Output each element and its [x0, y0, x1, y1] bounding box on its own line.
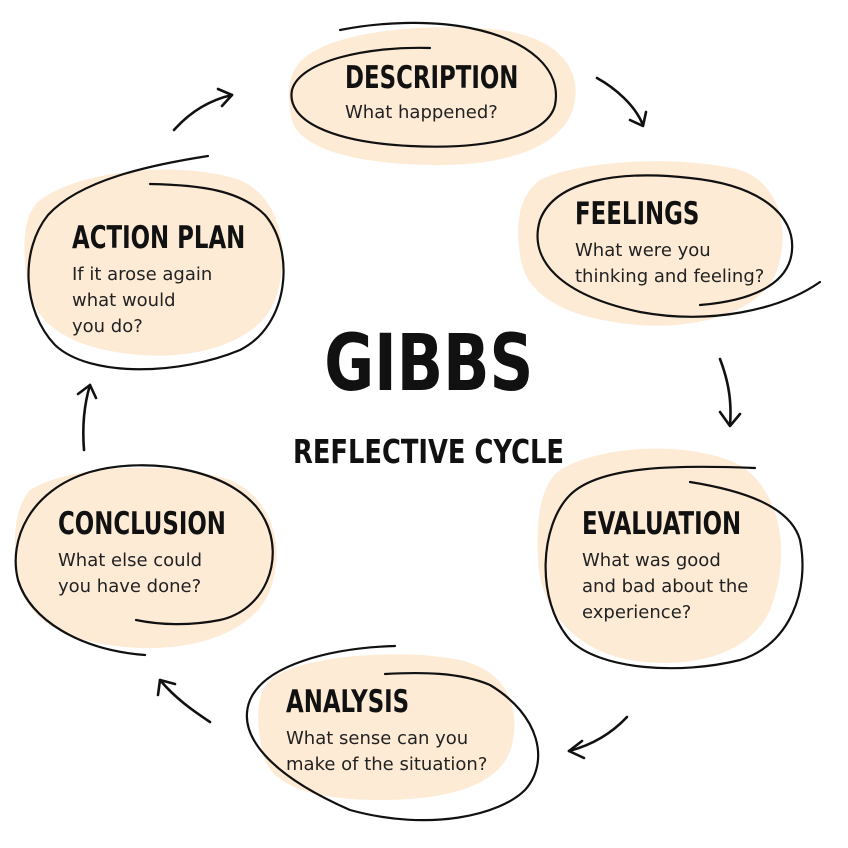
stage-conclusion: CONCLUSION What else could you have done… — [58, 506, 263, 600]
question-line: If it arose again — [72, 264, 213, 285]
stage-question: What sense can you make of the situation… — [286, 726, 487, 778]
question-line: What happened? — [345, 102, 498, 123]
stage-title: DESCRIPTION — [345, 60, 519, 96]
question-line: and bad about the — [582, 576, 749, 597]
question-line: What sense can you — [286, 728, 469, 749]
stage-title: EVALUATION — [582, 506, 742, 542]
question-line: thinking and feeling? — [575, 266, 765, 287]
ring-description — [290, 21, 558, 148]
rings — [14, 21, 822, 822]
ring-evaluation — [544, 465, 804, 670]
stage-action-plan: ACTION PLAN If it arose again what would… — [72, 220, 283, 340]
question-line: make of the situation? — [286, 754, 488, 775]
arrow-curved-up-right-icon — [172, 87, 234, 132]
question-line: What were you — [575, 240, 711, 261]
ring-conclusion — [14, 464, 274, 657]
question-line: What else could — [58, 550, 203, 571]
stage-description: DESCRIPTION What happened? — [345, 60, 557, 126]
question-line: you do? — [72, 316, 143, 337]
blobs — [14, 27, 783, 800]
arrow-down-icon — [718, 357, 742, 428]
arrow-curved-down-right-icon — [595, 76, 648, 128]
blob-evaluation — [537, 448, 782, 663]
ring-analysis — [245, 644, 540, 822]
ring-feelings — [536, 174, 822, 318]
blob-conclusion — [14, 467, 277, 649]
stage-title: ACTION PLAN — [72, 220, 246, 256]
blob-feelings — [518, 161, 783, 326]
stage-question: What were you thinking and feeling? — [575, 238, 764, 290]
stage-analysis: ANALYSIS What sense can you make of the … — [286, 684, 487, 778]
question-line: you have done? — [58, 576, 202, 597]
stage-evaluation: EVALUATION What was good and bad about t… — [582, 506, 776, 626]
stage-title: CONCLUSION — [58, 506, 226, 542]
stage-question: If it arose again what would you do? — [72, 262, 283, 340]
arrows — [76, 76, 742, 760]
blob-analysis — [258, 654, 515, 800]
arrow-up-icon — [76, 383, 98, 452]
question-line: what would — [72, 290, 176, 311]
diagram-title: GIBBS — [324, 319, 534, 409]
stage-feelings: FEELINGS What were you thinking and feel… — [575, 196, 764, 290]
stage-question: What was good and bad about the experien… — [582, 548, 776, 626]
arrow-curved-down-left-icon — [567, 715, 629, 760]
question-line: What was good — [582, 550, 721, 571]
stage-title: FEELINGS — [575, 196, 700, 232]
arrow-curved-up-left-icon — [156, 678, 212, 724]
stage-question: What else could you have done? — [58, 548, 263, 600]
diagram-subtitle: REFLECTIVE CYCLE — [293, 432, 564, 471]
stage-title: ANALYSIS — [286, 684, 410, 720]
stage-question: What happened? — [345, 100, 557, 126]
ring-action-plan — [27, 154, 285, 371]
question-line: experience? — [582, 602, 692, 623]
blob-action-plan — [24, 169, 283, 356]
blob-description — [288, 27, 576, 165]
